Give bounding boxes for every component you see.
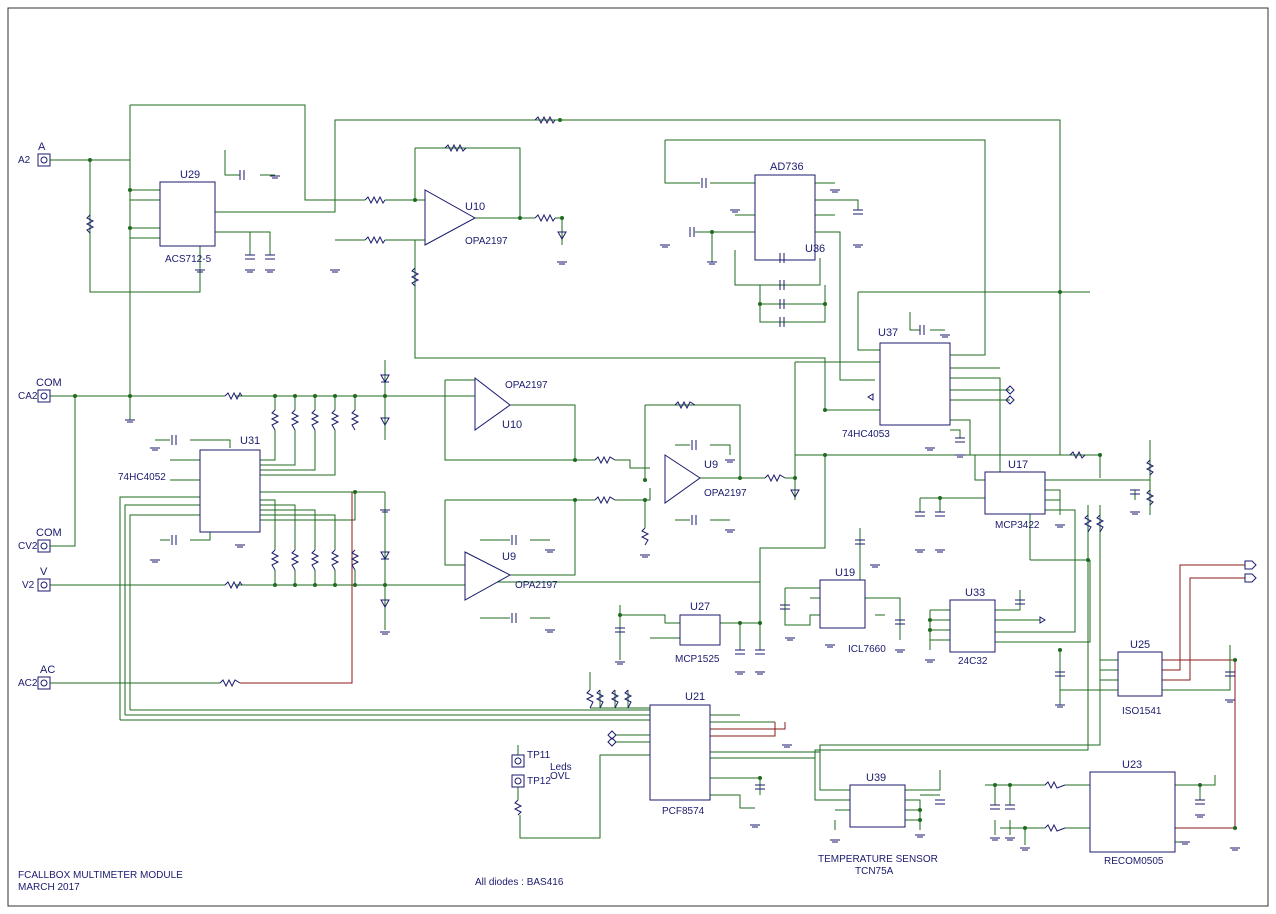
connector-ac-pin: AC2 [18,678,38,689]
ic-u19: U19 ICL7660 [819,567,886,655]
ic-u37-part: 74HC4053 [842,429,890,440]
tp11-label: TP11 [527,750,551,761]
ic-u19-part: ICL7660 [848,644,886,655]
ic-u27-ref: U27 [690,601,710,613]
connector-com-a: COM CA2 [18,377,62,403]
ic-u33-ref: U33 [965,587,985,599]
junction-dots [73,118,1237,830]
ic-u31-part: 74HC4052 [118,472,166,483]
ic-u19-ref: U19 [835,567,855,579]
ic-u31: U31 74HC4052 [118,435,261,533]
ic-u37: U37 74HC4053 [842,327,951,440]
connector-com-v-name: COM [36,527,62,539]
connector-a-name: A [38,141,46,153]
ic-u29-part: ACS712-5 [165,254,212,265]
leds-label: Leds [550,762,572,773]
ic-u36-ad736: AD736 U36 [754,161,825,261]
tp12-label: TP12 [527,776,551,787]
connector-ac: AC AC2 [18,664,55,690]
ic-u17: U17 MCP3422 [984,459,1046,531]
opamp-u9a-part: OPA2197 [704,488,747,499]
opamp-u10b-ref: U10 [502,419,522,431]
ic-u39-part: TCN75A [855,866,894,877]
opamp-u10a-part: OPA2197 [465,236,508,247]
ic-u33: U33 24C32 [949,587,996,667]
temp-sensor-label: TEMPERATURE SENSOR [818,854,938,865]
ic-u37-ref: U37 [878,327,898,339]
ic-u23-part: RECOM0505 [1104,856,1164,867]
connector-v-name: V [40,566,48,578]
opamp-u10b: OPA2197 U10 [474,376,548,431]
connector-com-a-name: COM [36,377,62,389]
connector-v: V V2 [22,566,51,592]
ground-symbols [125,175,1240,851]
ic-u21-part: PCF8574 [662,806,705,817]
ic-u31-ref: U31 [240,435,260,447]
ic-u25-ref: U25 [1130,639,1150,651]
ic-u27-part: MCP1525 [675,654,720,665]
ic-u29-ref: U29 [180,169,200,181]
ovl-label: OVL [550,771,570,782]
ic-u27: U27 MCP1525 [675,601,721,665]
diodes [380,231,800,609]
opamp-u9a-ref: U9 [704,459,718,471]
connector-com-v-pin: CV2 [18,541,38,552]
ic-u21: U21 PCF8574 [649,691,711,817]
ic-u17-part: MCP3422 [995,520,1040,531]
capacitors [171,170,1235,810]
ic-u25-part: ISO1541 [1122,706,1162,717]
connector-a: A A2 [18,141,51,167]
ic-u23-ref: U23 [1122,759,1142,771]
ic-u39-ref: U39 [866,772,886,784]
connector-a-pin: A2 [18,155,31,166]
connector-v-pin: V2 [22,580,35,591]
ic-u39: U39 TEMPERATURE SENSOR TCN75A [818,772,938,877]
sheet-frame [7,7,1269,907]
opamp-u9b: U9 OPA2197 [464,551,558,601]
ic-u33-part: 24C32 [958,656,988,667]
opamp-u10a-ref: U10 [465,201,485,213]
title-line-1: FCALLBOX MULTIMETER MODULE [18,870,183,881]
opamp-u9a: U9 OPA2197 [664,454,747,504]
ic-u29: U29 ACS712-5 [159,169,216,265]
ic-u21-ref: U21 [685,691,705,703]
opamp-u10b-part: OPA2197 [505,380,548,391]
resistors [85,115,1155,833]
ic-u36-ref: U36 [805,243,825,255]
connector-com-v: COM CV2 [18,527,62,553]
ic-u23: U23 RECOM0505 [1089,759,1176,867]
connector-ac-name: AC [40,664,55,676]
bus-port-arrows [607,385,1257,747]
test-points: TP11 TP12 Leds OVL [511,750,572,788]
ic-u17-ref: U17 [1008,459,1028,471]
opamp-u9b-part: OPA2197 [515,580,558,591]
opamp-u9b-ref: U9 [502,551,516,563]
ic-u36-part: AD736 [770,161,804,173]
diodes-note: All diodes : BAS416 [475,877,564,888]
opamp-u10a: U10 OPA2197 [424,189,508,247]
connector-com-a-pin: CA2 [18,391,38,402]
ic-u25: U25 ISO1541 [1117,639,1163,717]
title-line-2: MARCH 2017 [18,882,80,893]
